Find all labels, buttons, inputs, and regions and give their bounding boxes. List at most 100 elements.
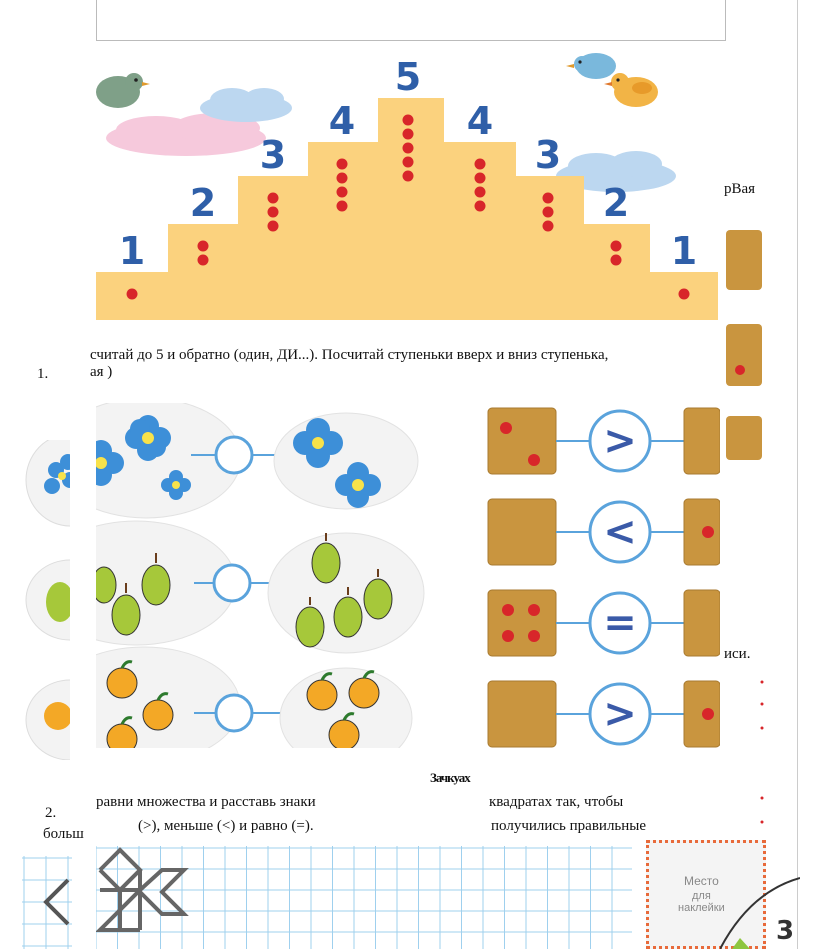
apple-icon [106, 660, 138, 699]
sticker-label-2: для [692, 890, 711, 902]
compare-sets-picture [96, 403, 436, 748]
dice-row: > [487, 680, 720, 748]
step-dot [402, 170, 414, 182]
step-dot [610, 254, 622, 266]
bird-orange-icon [604, 73, 658, 107]
dice-fragments-right-top [726, 230, 762, 460]
die-left [487, 680, 557, 748]
die-dot [502, 630, 514, 642]
arrow-figure [96, 847, 189, 932]
bird-blue-icon [566, 53, 616, 79]
apple-icon [142, 692, 174, 731]
die-right [683, 589, 720, 657]
pear-icon [96, 566, 117, 604]
step-dot [336, 200, 348, 212]
die-left [487, 498, 557, 566]
die-dot [502, 604, 514, 616]
step-number: 3 [260, 133, 286, 177]
right-fragment-2: иси. [724, 646, 751, 662]
task1-number: 1. [37, 366, 49, 382]
row1-right-set [273, 412, 419, 510]
flower-icon [293, 418, 343, 468]
step-number: 2 [603, 181, 629, 225]
step-dot [336, 158, 348, 170]
step-dot [267, 192, 279, 204]
step-dot [267, 220, 279, 232]
sticker-label-3: наклейки [678, 902, 725, 914]
step-dot [197, 254, 209, 266]
step-dot [474, 200, 486, 212]
apple-icon [106, 716, 138, 748]
row1-left-set [96, 403, 242, 519]
left-grid-fragment [22, 856, 72, 949]
pear-icon [141, 553, 171, 606]
cloud-pink [106, 113, 266, 156]
step-dot [126, 288, 138, 300]
flower-icon [161, 470, 191, 500]
compare-circle-1[interactable] [214, 435, 254, 475]
task2-line2-left-fragment: больш [43, 826, 84, 842]
step-dot [402, 114, 414, 126]
step-dot [197, 240, 209, 252]
page-frame-right [797, 0, 798, 949]
step-dot [402, 128, 414, 140]
step-dot [402, 156, 414, 168]
pear-icon [295, 597, 325, 648]
overlap-garble: Зачкуах [430, 770, 471, 785]
die-right [683, 407, 720, 475]
page-number: 3 [776, 916, 795, 946]
die-dot [702, 708, 714, 720]
apple-icon [328, 712, 360, 748]
flower-icon [335, 462, 381, 508]
apple-icon [306, 672, 338, 711]
step-number: 4 [329, 99, 355, 143]
row2-left-set [96, 520, 237, 646]
row3-right-set [279, 667, 413, 748]
compare-sign: < [603, 509, 637, 555]
step-dot [610, 240, 622, 252]
pear-icon [363, 569, 393, 620]
step-number: 3 [535, 133, 561, 177]
compare-sign: > [603, 418, 637, 464]
step-number: 5 [395, 55, 421, 99]
pear-icon [111, 583, 141, 636]
sticker-place[interactable] [646, 840, 766, 949]
cloud-blue-left [200, 88, 292, 122]
step-number: 1 [119, 229, 145, 273]
die-dot [528, 604, 540, 616]
flower-icon [125, 415, 171, 461]
pear-icon [311, 533, 341, 584]
step-dot [267, 206, 279, 218]
die-dot [528, 454, 540, 466]
staircase [96, 98, 718, 320]
dice-row: > [487, 407, 720, 475]
step-number: 2 [190, 181, 216, 225]
dice-comparisons: > < = > [487, 407, 720, 748]
step-dot [542, 220, 554, 232]
apple-icon [348, 670, 380, 709]
step-dot [336, 186, 348, 198]
die-left [487, 589, 557, 657]
compare-circle-2[interactable] [212, 563, 252, 603]
step-dot [336, 172, 348, 184]
step-dot [678, 288, 690, 300]
pear-icon [333, 587, 363, 638]
corner-arc [720, 877, 800, 949]
compare-sign: > [603, 691, 637, 737]
step-dot [402, 142, 414, 154]
compare-sign: = [603, 600, 637, 646]
compare-circle-3[interactable] [214, 693, 254, 733]
die-left [487, 407, 557, 475]
step-dot [474, 158, 486, 170]
step-dots [126, 114, 690, 300]
row2-right-set [267, 532, 425, 654]
drawing-grid[interactable] [96, 846, 632, 949]
dice-row: < [487, 498, 720, 566]
right-word-fragment: рВая [724, 181, 756, 197]
page-frame-top [96, 0, 726, 41]
task1-line2: ая ) [90, 364, 113, 380]
step-dot [474, 172, 486, 184]
die-dot [702, 526, 714, 538]
